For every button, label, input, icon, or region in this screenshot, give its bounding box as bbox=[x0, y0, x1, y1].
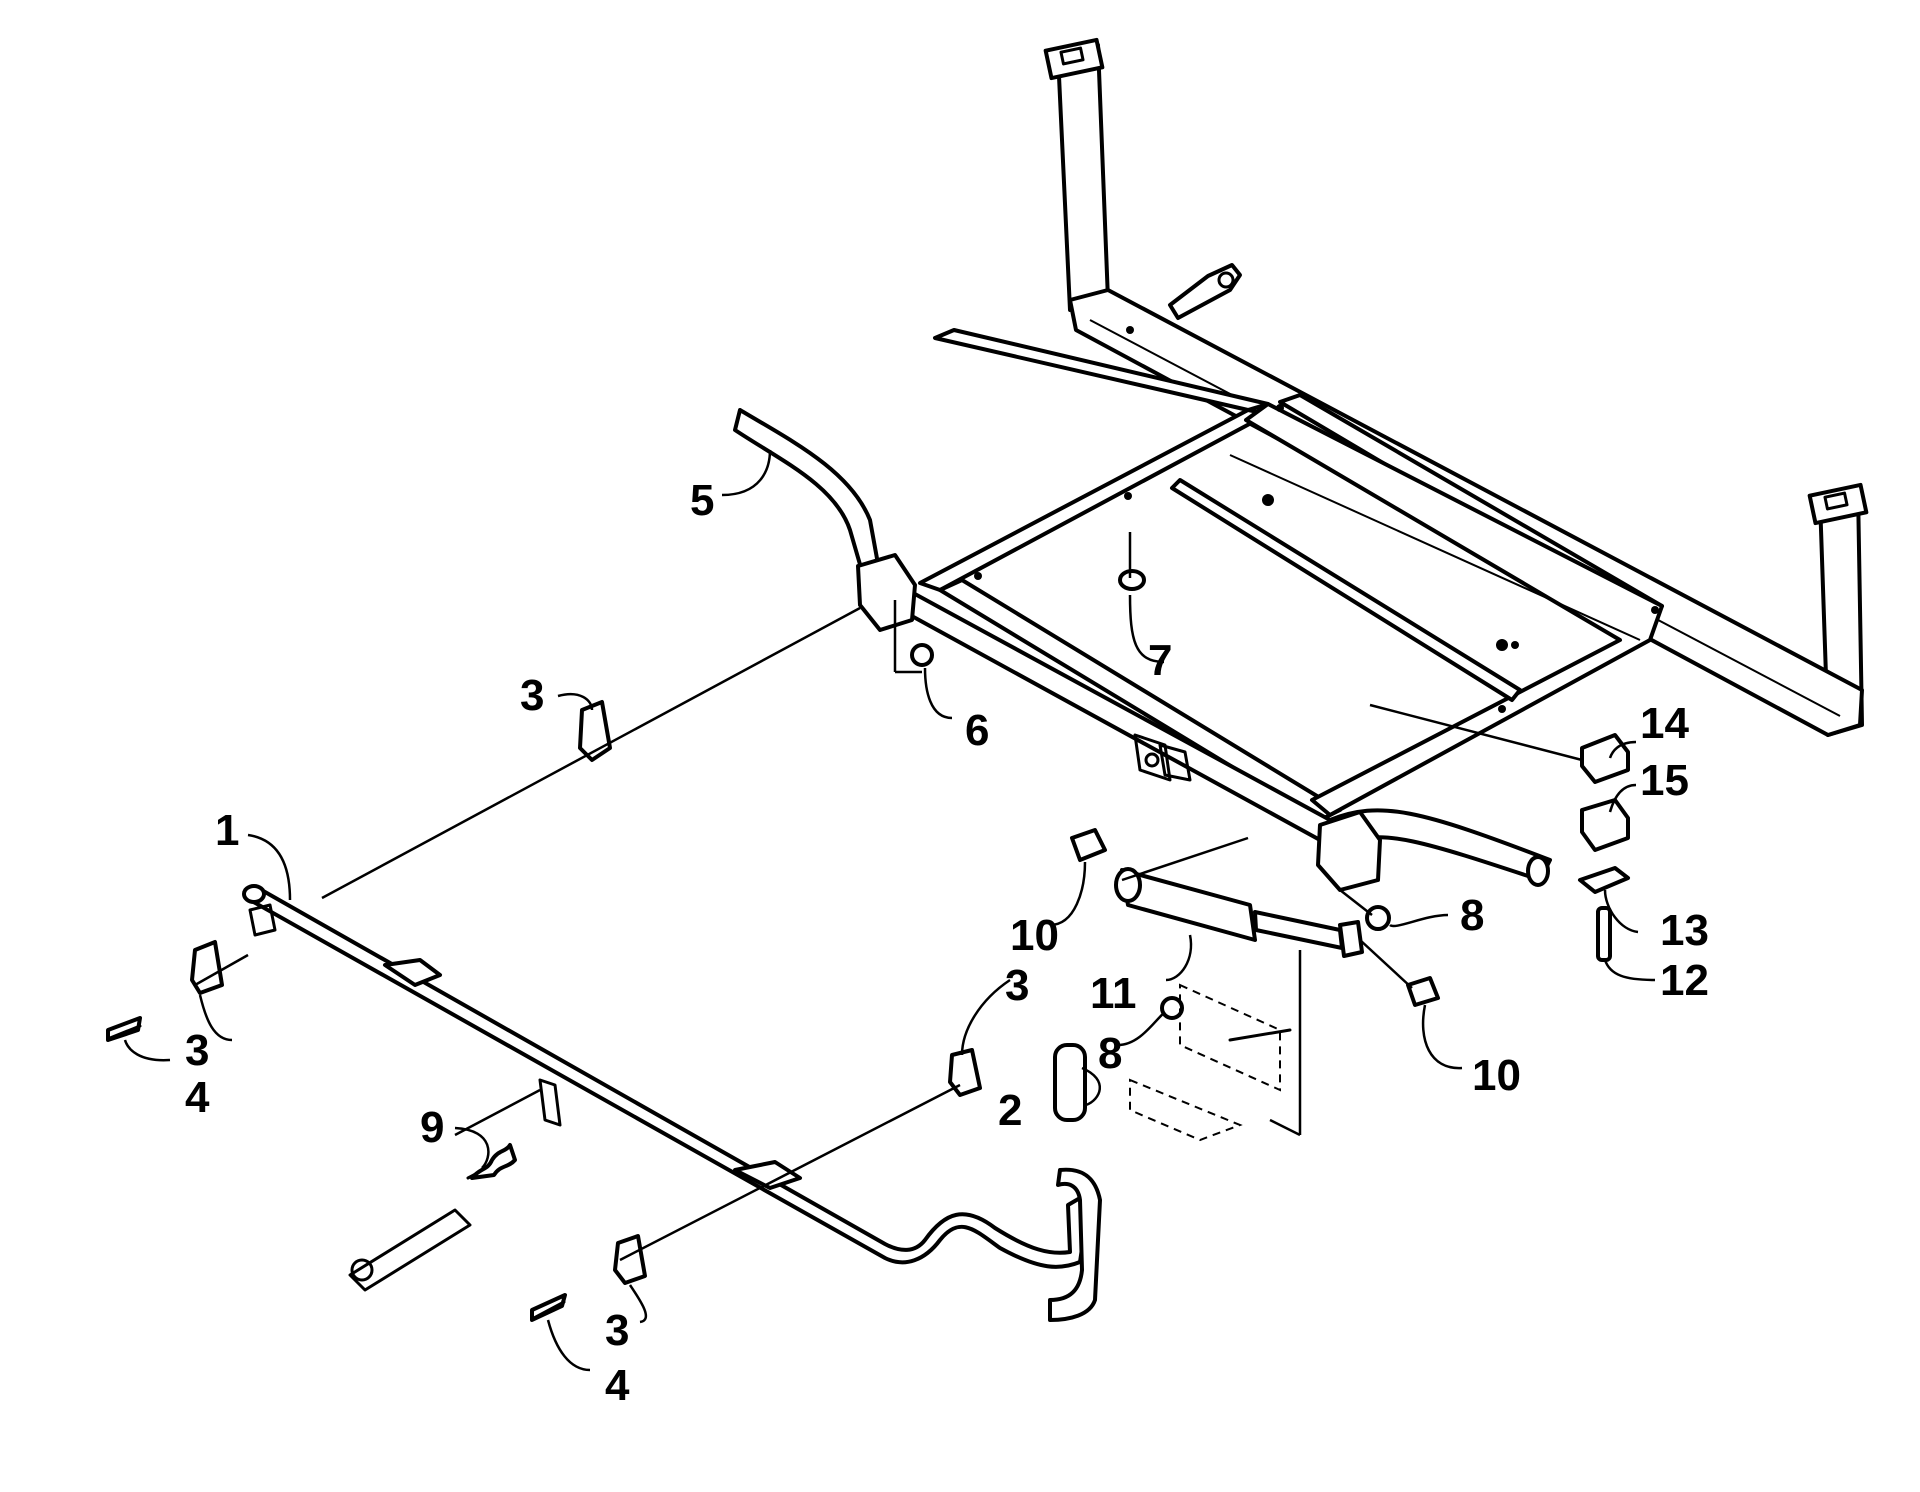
callout-3-right: 3 bbox=[1005, 961, 1029, 1010]
callout-15: 15 bbox=[1640, 756, 1689, 805]
plate-13 bbox=[1578, 866, 1630, 894]
callout-7: 7 bbox=[1148, 636, 1172, 685]
nut-8-lower bbox=[1160, 996, 1184, 1020]
clamp-14 bbox=[1580, 733, 1630, 784]
callout-leaders bbox=[123, 449, 1656, 1372]
clamp-3-bottom bbox=[613, 1234, 647, 1285]
callout-8-lower: 8 bbox=[1098, 1029, 1122, 1078]
callout-labels: 1 2 3 3 3 3 4 4 5 6 7 8 8 9 10 10 11 12 … bbox=[185, 476, 1709, 1410]
callout-11: 11 bbox=[1090, 969, 1137, 1018]
callout-14: 14 bbox=[1640, 699, 1689, 748]
clamp-3-left bbox=[190, 940, 224, 995]
callout-12: 12 bbox=[1660, 956, 1709, 1005]
hinge-tube-5 bbox=[733, 408, 1552, 892]
assembly-lines bbox=[194, 532, 1583, 1262]
callout-5: 5 bbox=[690, 476, 714, 525]
bolt-4-bottom bbox=[530, 1293, 567, 1322]
bolt-10-lower bbox=[1406, 976, 1440, 1007]
clamp-3-right bbox=[948, 1048, 982, 1097]
callout-4-left: 4 bbox=[185, 1073, 210, 1122]
bolt-10-upper bbox=[1070, 828, 1107, 862]
callout-6: 6 bbox=[965, 706, 989, 755]
clamp-15 bbox=[1580, 798, 1630, 852]
callout-8-upper: 8 bbox=[1460, 891, 1484, 940]
callout-9: 9 bbox=[420, 1103, 444, 1152]
callout-13: 13 bbox=[1660, 906, 1709, 955]
callout-3-left: 3 bbox=[185, 1026, 209, 1075]
bolt-4-left bbox=[106, 1016, 142, 1042]
bolt-12 bbox=[1596, 906, 1612, 962]
rear-frame bbox=[918, 37, 1869, 822]
latch-bar-1 bbox=[242, 884, 1102, 1322]
callout-10-lower: 10 bbox=[1472, 1051, 1521, 1100]
nut-6 bbox=[910, 643, 934, 667]
mount-reference bbox=[1129, 983, 1292, 1142]
handle-grip-2 bbox=[1053, 1043, 1087, 1122]
callout-3-upper: 3 bbox=[520, 671, 544, 720]
gas-strut-11 bbox=[1114, 867, 1364, 958]
nut-8-upper bbox=[1365, 905, 1391, 931]
callout-3-bottom: 3 bbox=[605, 1306, 629, 1355]
callout-10-upper: 10 bbox=[1010, 911, 1059, 960]
bushing-7 bbox=[1118, 569, 1146, 591]
callout-2: 2 bbox=[998, 1086, 1022, 1135]
callout-1: 1 bbox=[215, 806, 239, 855]
callout-4-bottom: 4 bbox=[605, 1361, 630, 1410]
spring-9 bbox=[348, 1143, 517, 1292]
